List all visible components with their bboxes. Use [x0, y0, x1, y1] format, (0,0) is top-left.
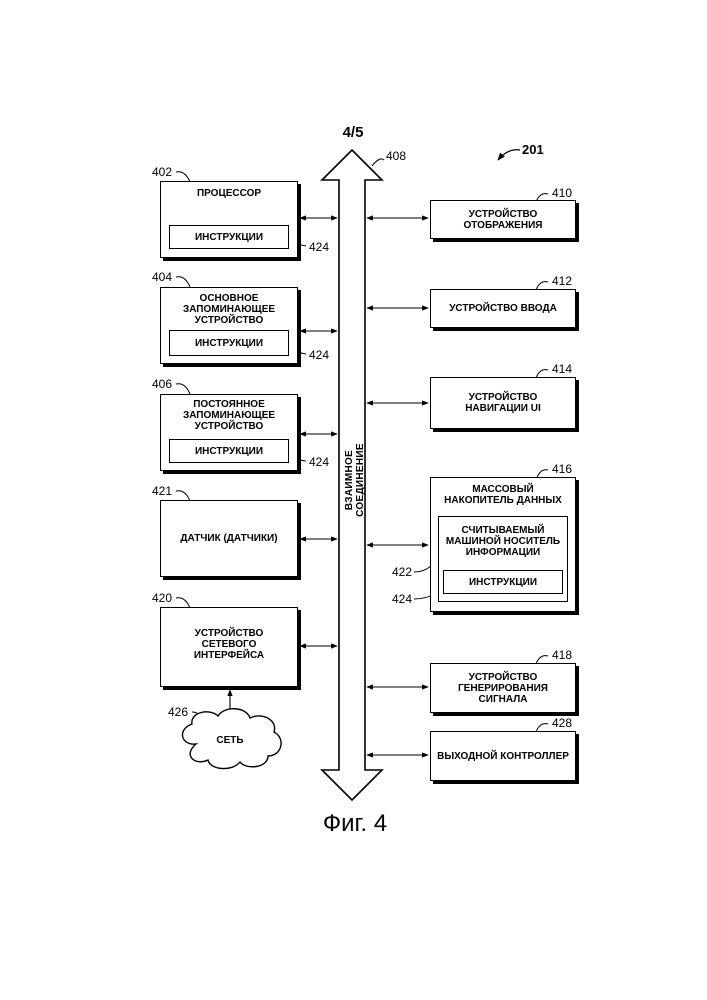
main-memory-label: ОСНОВНОЕ ЗАПОМИНАЮЩЕЕ УСТРОЙСТВО [161, 293, 297, 326]
main-memory-instructions: ИНСТРУКЦИИ [169, 330, 289, 356]
main-memory-block: ОСНОВНОЕ ЗАПОМИНАЮЩЕЕ УСТРОЙСТВО ИНСТРУК… [160, 287, 298, 364]
main-memory-ref: 404 [152, 271, 172, 283]
network-interface-ref: 420 [152, 592, 172, 604]
output-controller-ref: 428 [552, 717, 572, 729]
bus-ref-leader [372, 159, 384, 166]
sensor-block: ДАТЧИК (ДАТЧИКИ) [160, 500, 298, 577]
display-ref: 410 [552, 187, 572, 199]
main-memory-instructions-ref: 424 [309, 349, 329, 361]
bus-label: ВЗАИМНОЕ СОЕДИНЕНИЕ [344, 430, 366, 530]
signal-generation-ref: 418 [552, 649, 572, 661]
network-label: СЕТЬ [190, 735, 270, 746]
figure-caption: Фиг. 4 [280, 810, 430, 838]
static-memory-instructions-ref: 424 [309, 456, 329, 468]
signal-generation-block: УСТРОЙСТВО ГЕНЕРИРОВАНИЯ СИГНАЛА [430, 663, 576, 713]
static-memory-instructions-label: ИНСТРУКЦИИ [195, 446, 263, 457]
figure-ref: 201 [522, 144, 544, 156]
input-label: УСТРОЙСТВО ВВОДА [431, 303, 575, 314]
page-number: 4/5 [318, 124, 388, 141]
static-memory-block: ПОСТОЯННОЕ ЗАПОМИНАЮЩЕЕ УСТРОЙСТВО ИНСТР… [160, 394, 298, 471]
static-memory-label: ПОСТОЯННОЕ ЗАПОМИНАЮЩЕЕ УСТРОЙСТВО [161, 399, 297, 432]
output-controller-block: ВЫХОДНОЙ КОНТРОЛЛЕР [430, 731, 576, 781]
static-memory-instructions: ИНСТРУКЦИИ [169, 439, 289, 463]
static-memory-ref: 406 [152, 378, 172, 390]
input-block: УСТРОЙСТВО ВВОДА [430, 289, 576, 328]
network-ref: 426 [168, 706, 188, 718]
input-ref: 412 [552, 275, 572, 287]
machine-readable-medium-label: СЧИТЫВАЕМЫЙ МАШИНОЙ НОСИТЕЛЬ ИНФОРМАЦИИ [446, 525, 560, 558]
processor-label: ПРОЦЕССОР [161, 188, 297, 199]
display-label: УСТРОЙСТВО ОТОБРАЖЕНИЯ [431, 209, 575, 231]
medium-ref: 422 [392, 566, 412, 578]
signal-generation-label: УСТРОЙСТВО ГЕНЕРИРОВАНИЯ СИГНАЛА [431, 672, 575, 705]
mass-storage-block: МАССОВЫЙ НАКОПИТЕЛЬ ДАННЫХ СЧИТЫВАЕМЫЙ М… [430, 477, 576, 612]
network-interface-block: УСТРОЙСТВО СЕТЕВОГО ИНТЕРФЕЙСА [160, 607, 298, 687]
processor-ref: 402 [152, 166, 172, 178]
processor-instructions: ИНСТРУКЦИИ [169, 225, 289, 249]
main-memory-instructions-label: ИНСТРУКЦИИ [195, 338, 263, 349]
leader-404 [176, 277, 190, 287]
sensor-ref: 421 [152, 485, 172, 497]
leader-406 [176, 384, 190, 394]
bus-ref: 408 [386, 150, 406, 162]
figure-ref-arrow [498, 150, 520, 160]
mass-storage-label: МАССОВЫЙ НАКОПИТЕЛЬ ДАННЫХ [431, 484, 575, 506]
processor-block: ПРОЦЕССОР ИНСТРУКЦИИ [160, 181, 298, 258]
mass-storage-instructions-label: ИНСТРУКЦИИ [469, 577, 537, 588]
network-interface-label: УСТРОЙСТВО СЕТЕВОГО ИНТЕРФЕЙСА [161, 628, 297, 661]
mass-storage-instructions-ref: 424 [392, 593, 412, 605]
display-block: УСТРОЙСТВО ОТОБРАЖЕНИЯ [430, 200, 576, 239]
mass-storage-ref: 416 [552, 463, 572, 475]
ui-navigation-block: УСТРОЙСТВО НАВИГАЦИИ UI [430, 377, 576, 429]
processor-instructions-label: ИНСТРУКЦИИ [195, 232, 263, 243]
processor-instructions-ref: 424 [309, 241, 329, 253]
output-controller-label: ВЫХОДНОЙ КОНТРОЛЛЕР [431, 751, 575, 762]
mass-storage-instructions: ИНСТРУКЦИИ [443, 570, 563, 594]
sensor-label: ДАТЧИК (ДАТЧИКИ) [161, 533, 297, 544]
ui-navigation-ref: 414 [552, 363, 572, 375]
ui-navigation-label: УСТРОЙСТВО НАВИГАЦИИ UI [431, 392, 575, 414]
